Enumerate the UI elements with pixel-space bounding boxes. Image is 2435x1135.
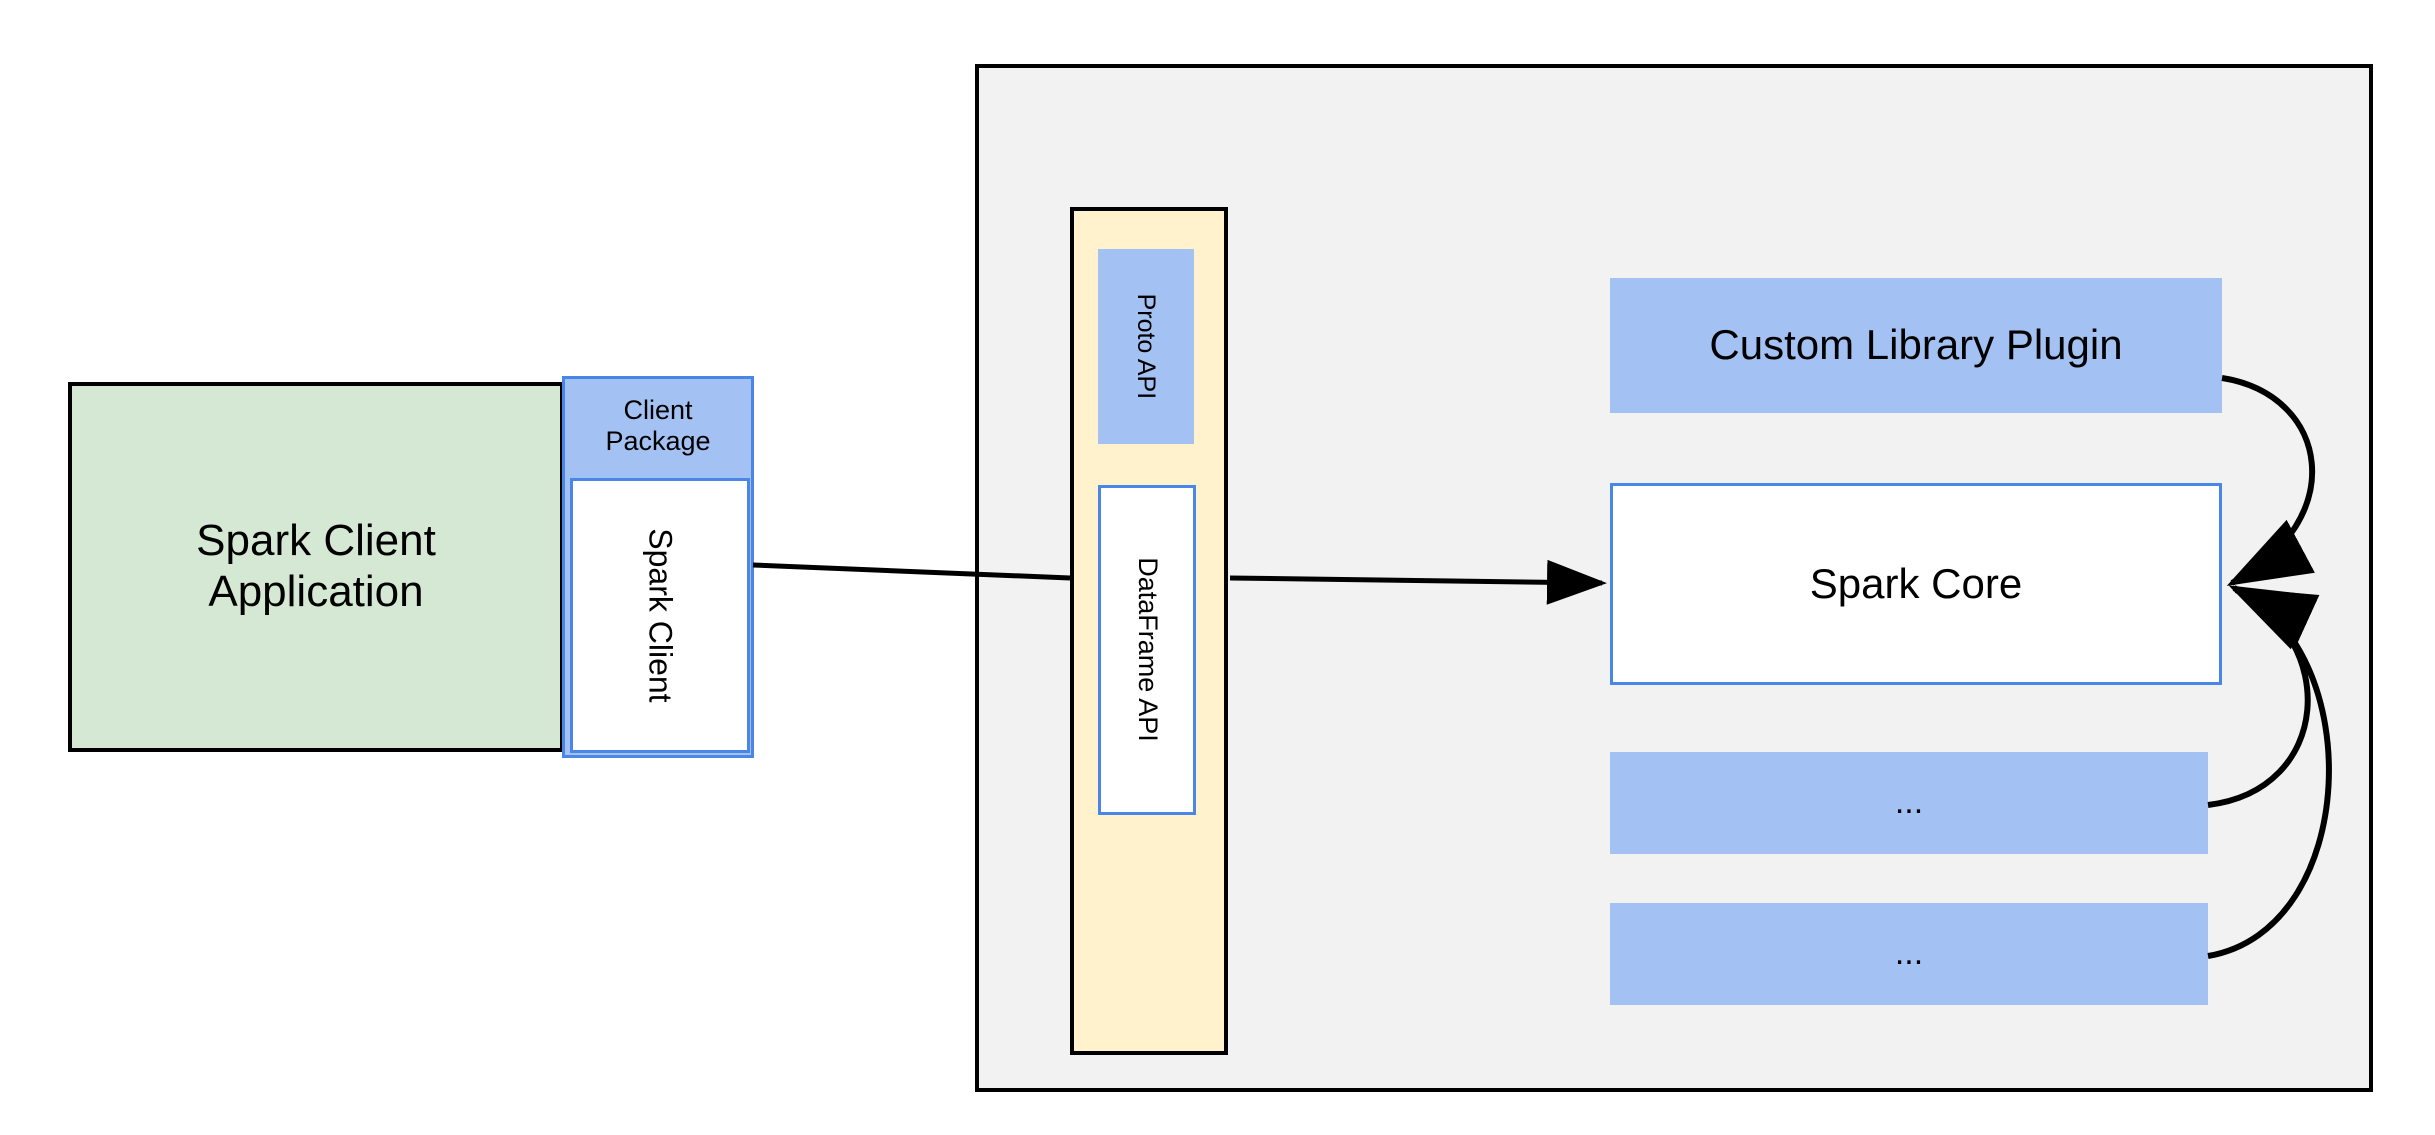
proto-api-label: Proto API <box>1132 293 1161 400</box>
spark-client-application-label: Spark Client Application <box>196 516 436 616</box>
dataframe-api-label: DataFrame API <box>1132 557 1163 743</box>
placeholder-label-1: ... <box>1894 783 1924 822</box>
custom-library-plugin-label: Custom Library Plugin <box>1709 321 2123 369</box>
placeholder-box-1: ... <box>1610 752 2208 854</box>
custom-library-plugin-box: Custom Library Plugin <box>1610 278 2222 413</box>
dataframe-api-box: DataFrame API <box>1098 485 1196 815</box>
placeholder-label-2: ... <box>1894 934 1924 973</box>
proto-api-box: Proto API <box>1098 249 1194 444</box>
placeholder-box-2: ... <box>1610 903 2208 1005</box>
client-package-label: Client Package <box>605 395 711 457</box>
spark-core-box: Spark Core <box>1610 483 2222 685</box>
spark-client-label: Spark Client <box>642 528 679 703</box>
spark-core-label: Spark Core <box>1809 559 2023 607</box>
spark-client-application-box: Spark Client Application <box>68 382 564 752</box>
spark-client-box: Spark Client <box>570 478 750 753</box>
